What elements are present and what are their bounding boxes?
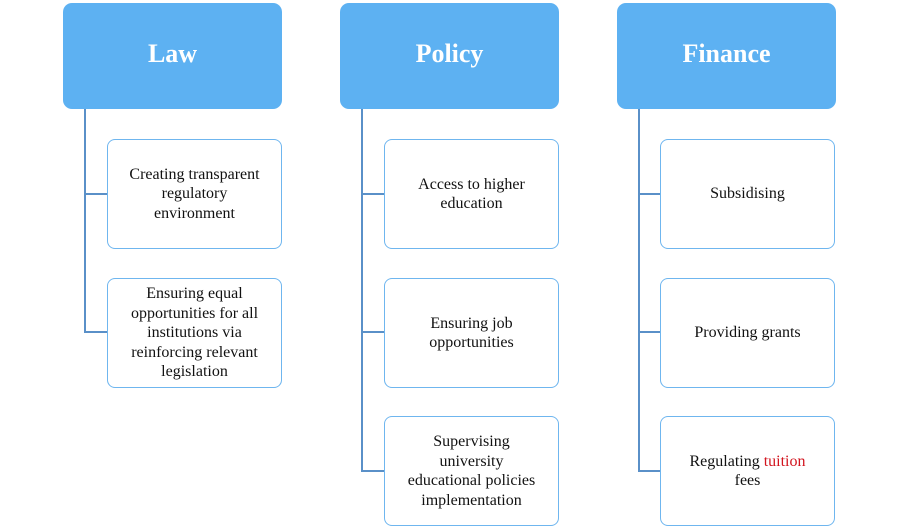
finance-item-text: Subsidising (710, 185, 785, 203)
connector-finance-1 (638, 193, 660, 195)
policy-item-card: Ensuring job opportunities (384, 278, 559, 388)
policy-item-text: Access to higher education (418, 175, 525, 213)
connector-law-1 (84, 193, 107, 195)
header-law: Law (63, 3, 282, 109)
policy-item-text: Ensuring job opportunities (429, 314, 514, 352)
law-item-text: Ensuring equal opportunities for all ins… (130, 285, 259, 381)
connector-finance-2 (638, 331, 660, 333)
law-item-card: Ensuring equal opportunities for all ins… (107, 278, 282, 388)
connector-policy-1 (361, 193, 384, 195)
finance-item-card: Subsidising (660, 139, 835, 249)
connector-policy-2 (361, 331, 384, 333)
finance-item-card: Providing grants (660, 278, 835, 388)
header-finance: Finance (617, 3, 836, 109)
connector-law-trunk (84, 109, 86, 332)
header-policy-label: Policy (415, 39, 484, 68)
connector-finance-3 (638, 470, 660, 472)
header-finance-label: Finance (682, 39, 771, 68)
law-item-text: Creating transparent regulatory environm… (129, 165, 260, 222)
finance-item-text: Providing grants (694, 324, 801, 342)
finance-item-text: Regulating tuition fees (689, 452, 806, 490)
policy-item-text: Supervising university educational polic… (407, 433, 536, 509)
connector-finance-trunk (638, 109, 640, 471)
connector-law-2 (84, 331, 107, 333)
law-item-card: Creating transparent regulatory environm… (107, 139, 282, 249)
policy-item-card: Access to higher education (384, 139, 559, 249)
connector-policy-trunk (361, 109, 363, 471)
finance-item-card: Regulating tuition fees (660, 416, 835, 526)
header-policy: Policy (340, 3, 559, 109)
header-law-label: Law (147, 39, 198, 68)
policy-item-card: Supervising university educational polic… (384, 416, 559, 526)
highlight-word: tuition (763, 452, 806, 470)
connector-policy-3 (361, 470, 384, 472)
